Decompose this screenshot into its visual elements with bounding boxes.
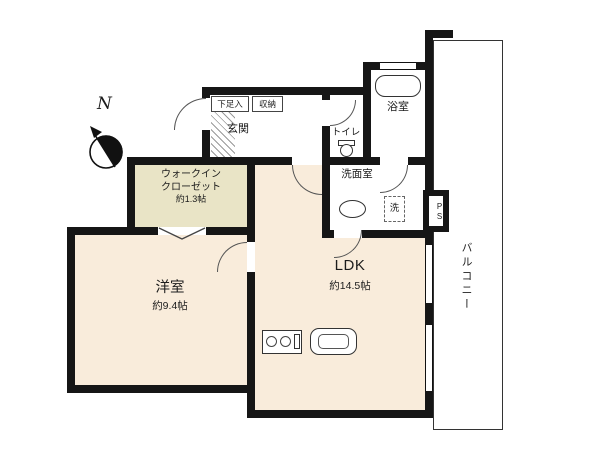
storage-box: 収納 bbox=[252, 96, 283, 112]
grill-icon bbox=[294, 334, 300, 349]
western-room-size: 約9.4帖 bbox=[152, 300, 188, 313]
wall-segment bbox=[127, 157, 330, 165]
ldk-name: LDK bbox=[334, 257, 366, 274]
wic-floor bbox=[135, 165, 247, 227]
wall-segment bbox=[363, 62, 371, 165]
pipe-space-interior bbox=[429, 196, 443, 226]
wall-segment bbox=[322, 230, 433, 238]
door-arc bbox=[174, 98, 206, 130]
wall-segment bbox=[425, 30, 433, 70]
shoe-cabinet-box: 下足入 bbox=[211, 96, 249, 112]
toilet-label: トイレ bbox=[331, 127, 361, 138]
wic-name-line1: ウォークイン bbox=[161, 169, 221, 180]
wall-segment bbox=[67, 385, 255, 393]
ldk-label: LDK 約14.5帖 bbox=[300, 257, 400, 293]
closet-opening bbox=[158, 227, 206, 235]
washbasin-icon bbox=[339, 200, 366, 218]
wall-segment bbox=[247, 410, 433, 418]
wic-label: ウォークイン クローゼット 約1.3帖 bbox=[139, 169, 243, 205]
window bbox=[425, 325, 433, 391]
compass-icon bbox=[89, 126, 123, 169]
pipe-space-label: PS bbox=[435, 202, 444, 222]
entrance-label: 玄関 bbox=[227, 123, 249, 135]
burner-icon bbox=[280, 336, 291, 347]
window bbox=[425, 245, 433, 303]
wall-segment bbox=[322, 157, 433, 165]
wic-size: 約1.3帖 bbox=[175, 194, 207, 204]
bath-label: 浴室 bbox=[387, 101, 409, 113]
entrance-step-hatch bbox=[211, 112, 235, 157]
washer-label: 洗 bbox=[389, 203, 400, 214]
wall-segment bbox=[127, 157, 135, 235]
door-opening bbox=[247, 242, 255, 272]
window bbox=[380, 62, 416, 70]
burner-icon bbox=[266, 336, 277, 347]
wall-segment bbox=[425, 62, 433, 418]
ldk-size: 約14.5帖 bbox=[329, 279, 371, 292]
bathtub-icon bbox=[375, 75, 421, 97]
balcony-label: バルコニー bbox=[460, 242, 472, 312]
door-opening bbox=[322, 100, 330, 126]
door-opening bbox=[202, 98, 210, 130]
door-opening bbox=[380, 157, 408, 165]
wall-segment bbox=[67, 227, 135, 235]
door-arc bbox=[330, 100, 356, 126]
north-label: N bbox=[97, 94, 112, 114]
washing-machine-icon: 洗 bbox=[384, 196, 405, 222]
wall-segment bbox=[202, 87, 371, 95]
wall-segment bbox=[247, 157, 255, 418]
folding-door-icon bbox=[158, 227, 206, 240]
toilet-icon bbox=[340, 144, 353, 157]
washroom-label: 洗面室 bbox=[341, 168, 373, 180]
wall-segment bbox=[425, 30, 453, 38]
wic-name-line2: クローゼット bbox=[161, 181, 221, 193]
kitchen-sink-basin-icon bbox=[318, 334, 349, 349]
door-opening bbox=[292, 157, 322, 165]
washroom-floor bbox=[330, 165, 425, 230]
western-room-label: 洋室 約9.4帖 bbox=[120, 279, 220, 313]
balcony-area bbox=[433, 40, 503, 430]
western-room-name: 洋室 bbox=[155, 280, 185, 296]
wall-segment bbox=[67, 227, 75, 393]
